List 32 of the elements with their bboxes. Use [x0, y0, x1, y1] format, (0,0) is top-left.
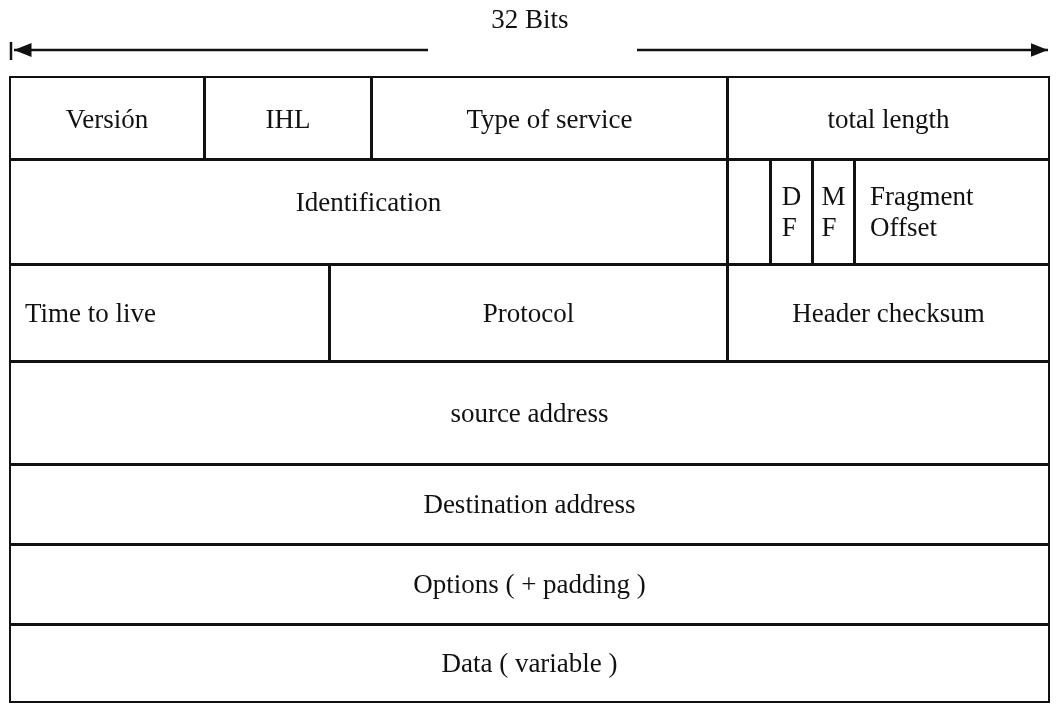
- field-label: Type of service: [466, 104, 633, 135]
- table-cell: [9, 264, 330, 362]
- field-label: IHL: [265, 104, 311, 135]
- field-label: Options ( + padding ): [413, 569, 646, 600]
- field-label: source address: [450, 397, 609, 429]
- table-cell: [204, 76, 372, 160]
- table-cell: [371, 76, 728, 160]
- table-cell: [9, 464, 1050, 545]
- table-cell: [9, 76, 205, 160]
- field-label: D F: [781, 180, 802, 244]
- field-label: Header checksum: [792, 297, 985, 329]
- table-cell: [9, 624, 1050, 703]
- field-label: Time to live: [25, 297, 157, 329]
- table-cell: [9, 544, 1050, 625]
- table-cell: [329, 264, 728, 362]
- field-label: Versión: [65, 104, 149, 135]
- field-label: total length: [827, 104, 950, 135]
- table-cell: [770, 159, 813, 265]
- field-label: Data ( variable ): [441, 648, 618, 679]
- table-cell: [727, 76, 1050, 160]
- field-label: Identification: [295, 187, 442, 218]
- table-cell: [9, 361, 1050, 465]
- field-label: Fragment Offset: [870, 180, 974, 244]
- table-cell: [727, 264, 1050, 362]
- field-label: Protocol: [482, 297, 575, 329]
- empty-cell: [727, 159, 771, 265]
- table-cell: [854, 159, 1050, 265]
- dimension-label: 32 Bits: [491, 4, 569, 35]
- table-cell: [9, 159, 728, 265]
- field-label: M F: [821, 180, 846, 244]
- table-cell: [812, 159, 855, 265]
- field-label: Destination address: [423, 489, 636, 520]
